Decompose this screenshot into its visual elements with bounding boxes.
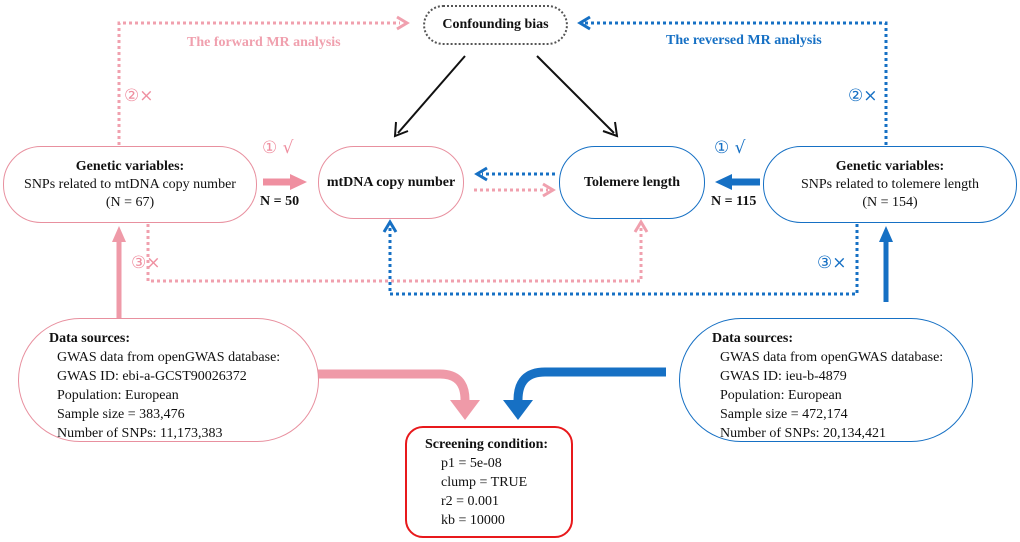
forward-data-source-line: Population: European bbox=[57, 388, 179, 403]
reversed-genetic-title: Genetic variables: bbox=[835, 158, 945, 174]
screening-condition-line: kb = 10000 bbox=[441, 513, 505, 528]
forward-screening-arrowhead bbox=[450, 400, 480, 420]
reversed-data-source-line: Sample size = 472,174 bbox=[720, 407, 848, 422]
reversed-selected-count: N = 115 bbox=[711, 194, 757, 209]
reversed-assumption-1-mark: ① √ bbox=[714, 138, 746, 158]
forward-data-source-line: GWAS ID: ebi-a-GCST90026372 bbox=[57, 369, 247, 384]
forward-data-source-line: GWAS data from openGWAS database: bbox=[57, 350, 281, 365]
reversed-confounding-path bbox=[585, 21, 888, 145]
mtdna-to-telomere-arrowhead bbox=[542, 182, 556, 198]
reversed-datasource-arrowhead bbox=[879, 226, 893, 242]
mtdna-copy-number-node: mtDNA copy number bbox=[318, 146, 464, 219]
forward-data-source-line: Number of SNPs: 11,173,383 bbox=[57, 426, 223, 441]
reversed-genetic-desc: SNPs related to tolemere length bbox=[800, 176, 980, 192]
reversed-assumption-2-mark: ②× bbox=[848, 86, 878, 106]
forward-analysis-title: The forward MR analysis bbox=[187, 35, 341, 50]
forward-datasource-arrowhead bbox=[112, 226, 126, 242]
forward-pleiotropy-path bbox=[146, 224, 643, 283]
reversed-data-sources-title: Data sources: bbox=[712, 331, 794, 346]
reversed-confounding-arrowhead bbox=[577, 15, 591, 31]
confounding-to-mtdna-arrow bbox=[397, 55, 466, 134]
confounding-to-telomere-arrowhead bbox=[602, 121, 619, 138]
forward-datasource-to-screening-arrow bbox=[318, 369, 470, 402]
mtdna-copy-number-label: mtDNA copy number bbox=[326, 174, 456, 190]
reversed-screening-arrowhead bbox=[503, 400, 533, 420]
telomere-length-node: Tolemere length bbox=[559, 146, 705, 219]
reversed-genetic-variables-node: Genetic variables: SNPs related to tolem… bbox=[763, 146, 1017, 223]
reversed-pleiotropy-arrowhead bbox=[382, 219, 398, 233]
screening-condition-title: Screening condition: bbox=[425, 437, 549, 452]
confounding-bias-label: Confounding bias bbox=[442, 17, 549, 32]
screening-condition-node: Screening condition: p1 = 5e-08 clump = … bbox=[405, 426, 573, 538]
forward-confounding-arrowhead bbox=[396, 15, 410, 31]
reversed-assumption-3-mark: ③× bbox=[817, 253, 847, 273]
forward-genetic-desc: SNPs related to mtDNA copy number bbox=[24, 176, 236, 192]
reversed-pleiotropy-path bbox=[388, 224, 859, 296]
reversed-data-source-line: Number of SNPs: 20,134,421 bbox=[720, 426, 887, 441]
forward-confounding-path bbox=[117, 21, 400, 145]
forward-instrument-arrowhead bbox=[290, 174, 307, 190]
forward-genetic-title: Genetic variables: bbox=[75, 158, 185, 174]
screening-condition-line: p1 = 5e-08 bbox=[441, 456, 502, 471]
forward-data-sources-title: Data sources: bbox=[49, 331, 131, 346]
telomere-length-label: Tolemere length bbox=[583, 174, 681, 190]
confounding-to-mtdna-arrowhead bbox=[393, 121, 409, 138]
forward-data-source-line: Sample size = 383,476 bbox=[57, 407, 185, 422]
screening-condition-line: clump = TRUE bbox=[441, 475, 528, 490]
reversed-datasource-to-screening-arrow bbox=[513, 367, 666, 402]
forward-genetic-variables-node: Genetic variables: SNPs related to mtDNA… bbox=[3, 146, 257, 223]
reversed-analysis-title: The reversed MR analysis bbox=[666, 33, 822, 48]
reversed-genetic-count: (N = 154) bbox=[862, 194, 918, 210]
confounding-to-telomere-arrow bbox=[536, 55, 615, 134]
forward-data-sources-node: Data sources: GWAS data from openGWAS da… bbox=[18, 318, 319, 442]
forward-assumption-1-mark: ① √ bbox=[262, 138, 294, 158]
forward-selected-count: N = 50 bbox=[260, 194, 300, 209]
forward-assumption-2-mark: ②× bbox=[124, 86, 154, 106]
screening-condition-line: r2 = 0.001 bbox=[441, 494, 500, 509]
reversed-data-source-line: GWAS ID: ieu-b-4879 bbox=[720, 369, 847, 384]
reversed-data-source-line: GWAS data from openGWAS database: bbox=[720, 350, 944, 365]
telomere-to-mtdna-arrowhead bbox=[474, 166, 488, 182]
reversed-instrument-arrowhead bbox=[715, 174, 732, 190]
forward-pleiotropy-arrowhead bbox=[633, 219, 649, 233]
confounding-bias-node: Confounding bias bbox=[423, 5, 568, 45]
forward-assumption-3-mark: ③× bbox=[131, 253, 161, 273]
reversed-data-source-line: Population: European bbox=[720, 388, 842, 403]
forward-genetic-count: (N = 67) bbox=[105, 194, 155, 210]
reversed-data-sources-node: Data sources: GWAS data from openGWAS da… bbox=[679, 318, 973, 442]
